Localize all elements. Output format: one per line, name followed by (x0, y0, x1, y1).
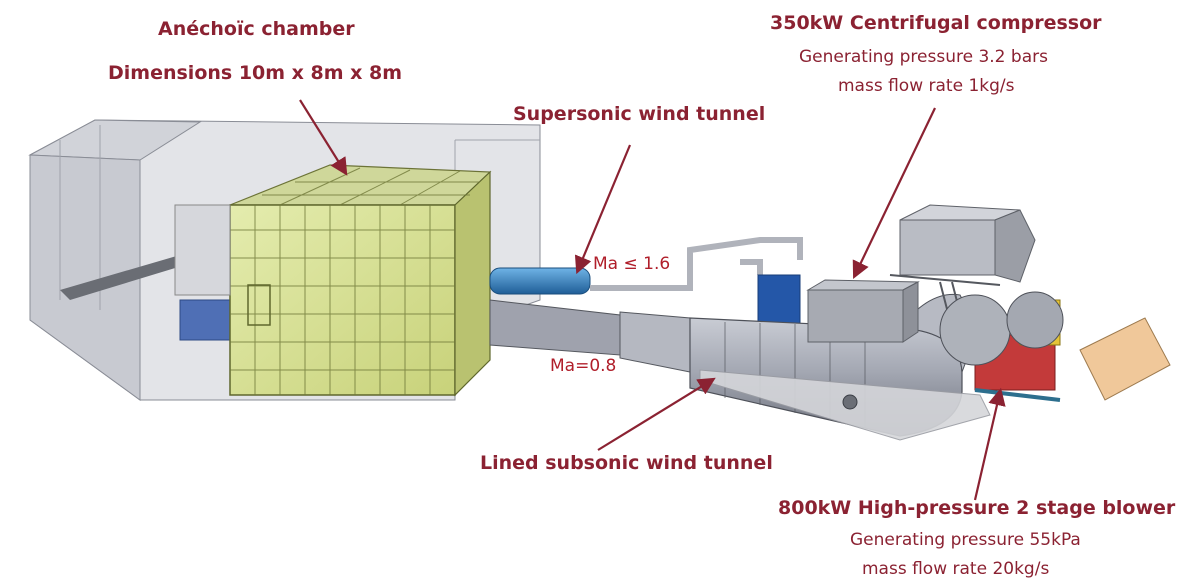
compressor-title: 350kW Centrifugal compressor (770, 12, 1102, 34)
pointer-arrows (299, 99, 1006, 501)
blower-title: 800kW High-pressure 2 stage blower (778, 497, 1176, 519)
supersonic-mach: Ma ≤ 1.6 (593, 254, 671, 274)
blower-pressure: Generating pressure 55kPa (850, 530, 1081, 550)
arrow-compressor (852, 107, 936, 279)
arrow-anechoic (299, 99, 348, 176)
subsonic-title: Lined subsonic wind tunnel (480, 452, 773, 474)
compressor-unit (889, 204, 1036, 341)
supersonic-pipe (489, 237, 803, 326)
compressor-pressure: Generating pressure 3.2 bars (799, 47, 1048, 67)
arrow-blower (973, 387, 1006, 501)
compressor-flow: mass flow rate 1kg/s (838, 76, 1015, 96)
blower-unit (939, 291, 1171, 402)
anechoic-chamber (174, 164, 492, 397)
arrow-supersonic (574, 144, 632, 275)
subsonic-tunnel (489, 279, 991, 441)
anechoic-title: Anéchoïc chamber (158, 18, 355, 40)
subsonic-mach: Ma=0.8 (550, 356, 617, 376)
blower-flow: mass flow rate 20kg/s (862, 559, 1050, 579)
supersonic-title: Supersonic wind tunnel (513, 103, 766, 125)
arrow-subsonic (597, 377, 716, 451)
anechoic-dimensions: Dimensions 10m x 8m x 8m (108, 62, 403, 84)
